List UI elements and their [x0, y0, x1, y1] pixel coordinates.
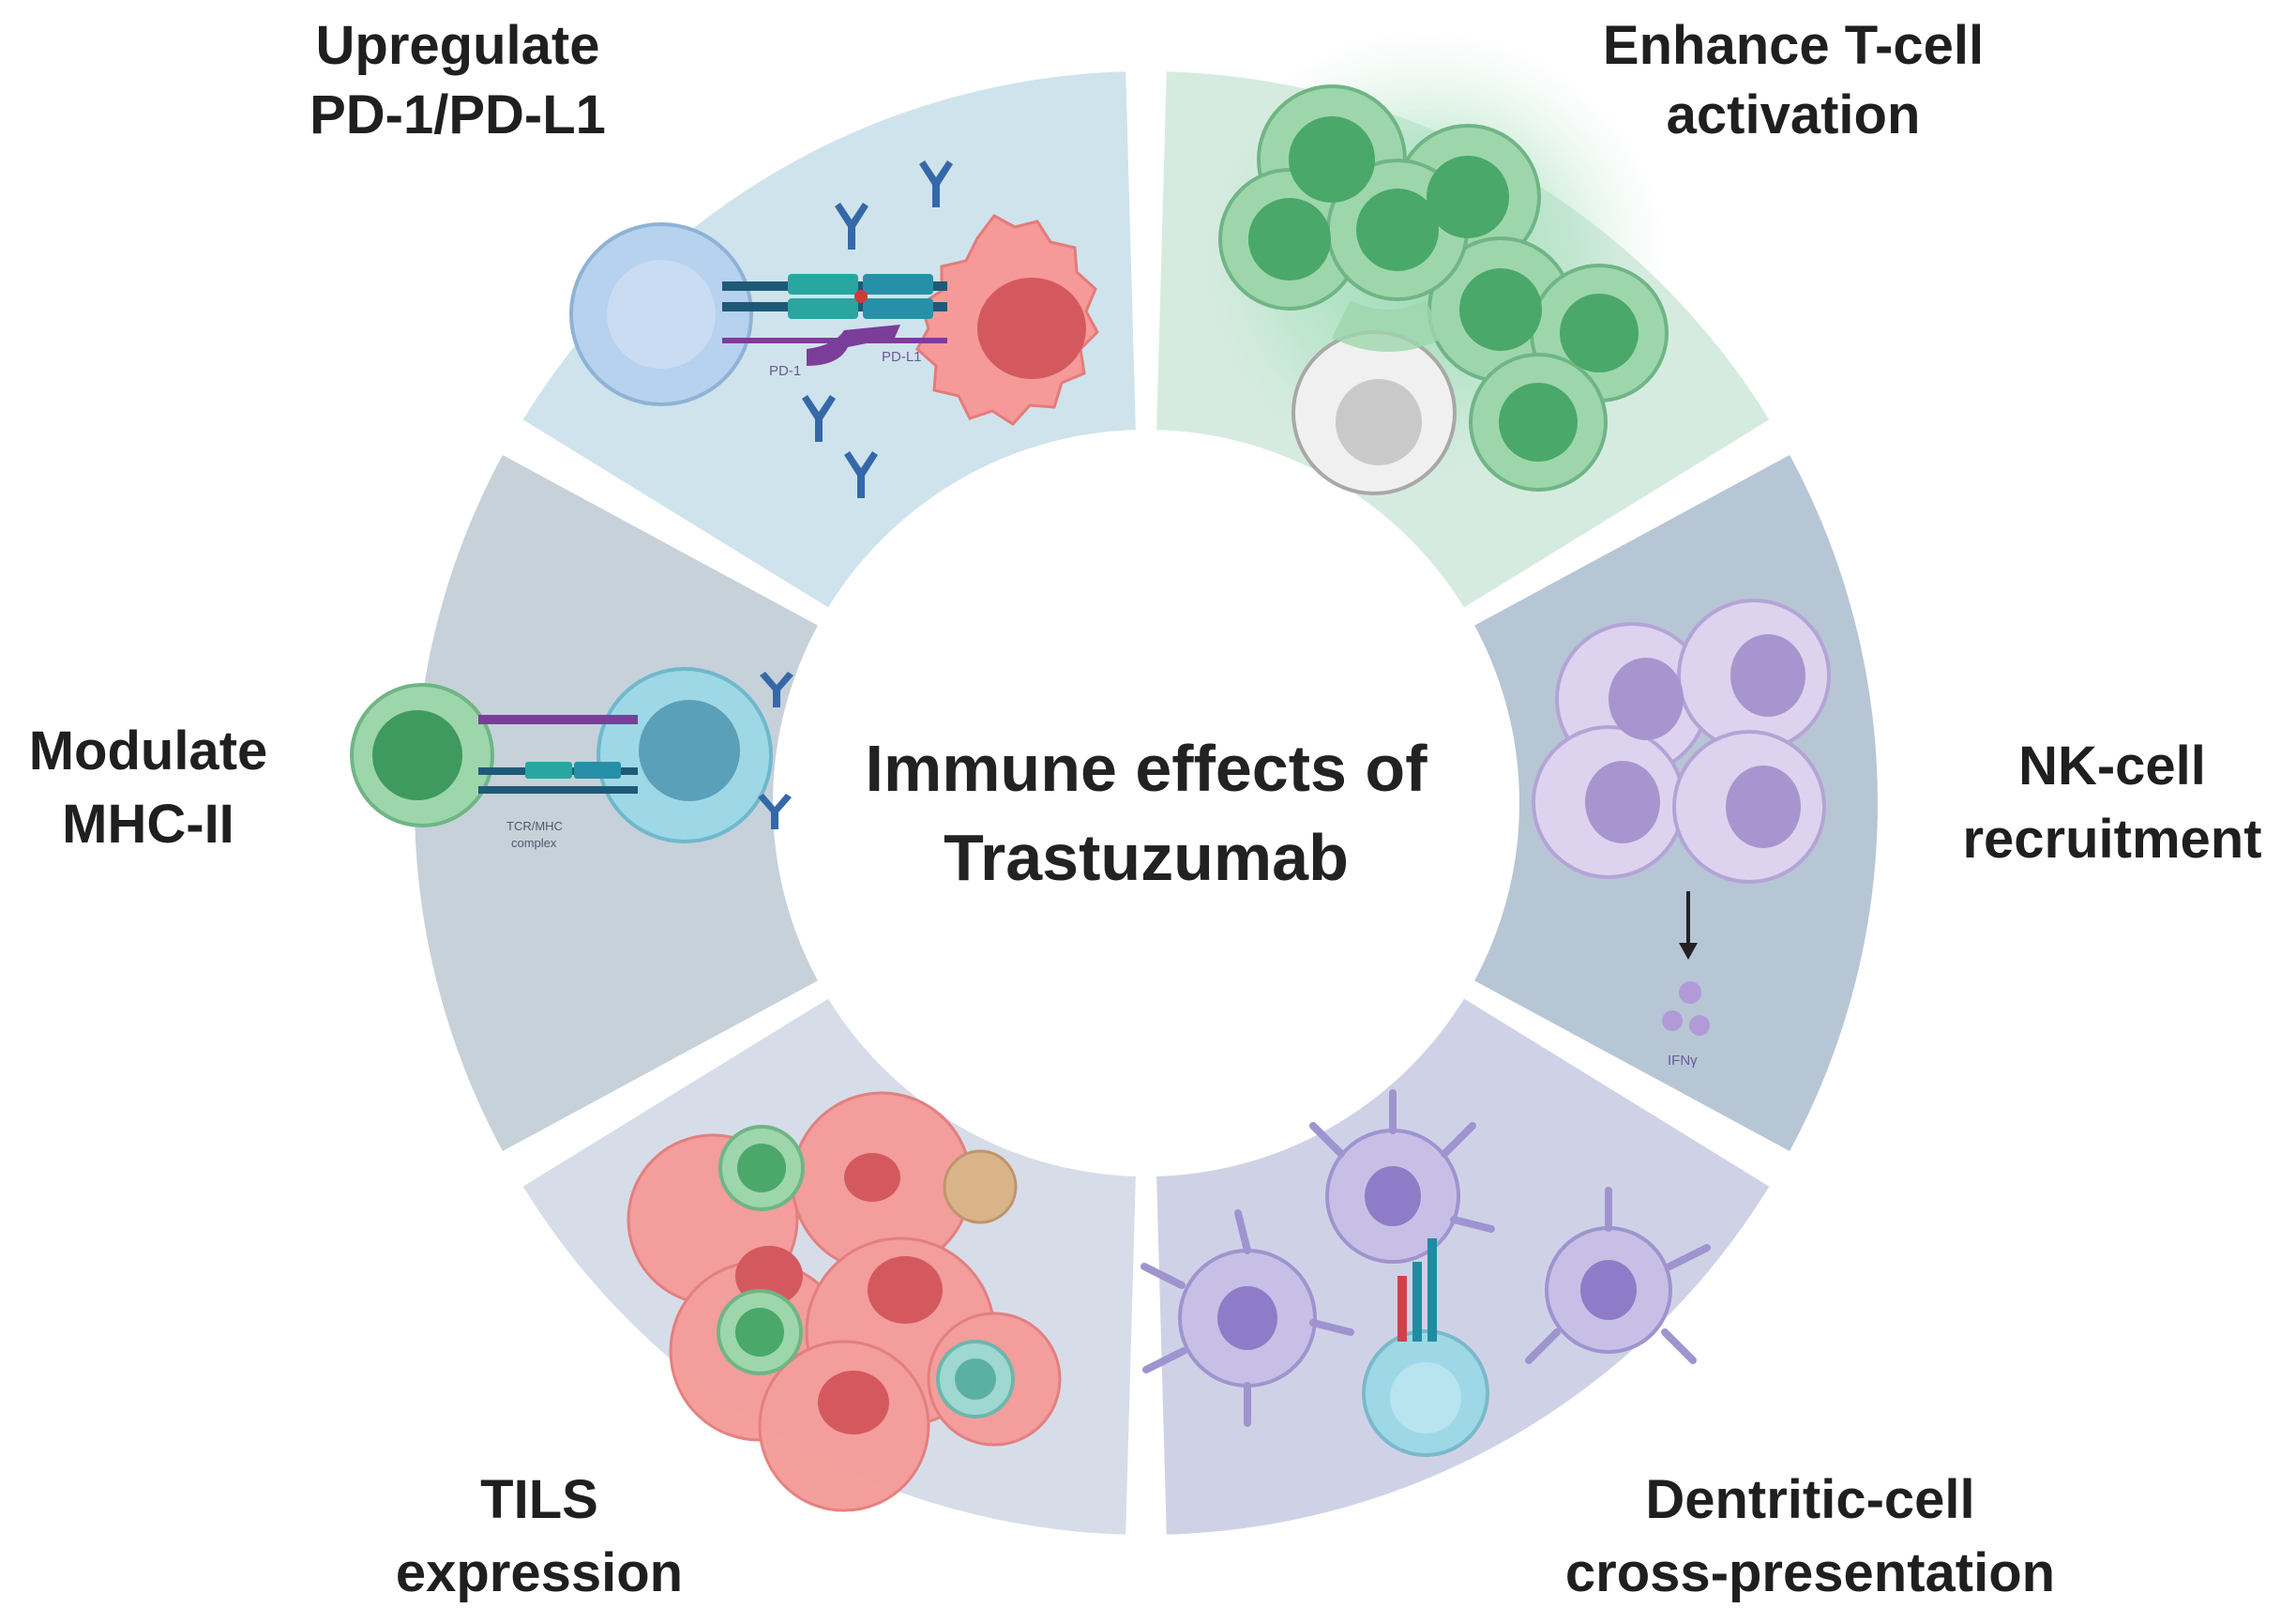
center-title-line-1: Immune effects of: [866, 732, 1428, 805]
mhc-block-1: [525, 762, 572, 779]
dc-receptor-1: [1397, 1276, 1407, 1342]
t-cell-nucleus: [607, 260, 716, 369]
label-pd1-line-1: Upregulate: [316, 15, 600, 76]
label-pd1-line-2: PD-1/PD-L1: [310, 84, 606, 145]
nk-arrowhead: [1679, 943, 1698, 960]
pd1-small-label: PD-1: [769, 363, 801, 379]
label-tils-line-2: expression: [396, 1542, 683, 1603]
receptor-block-2: [863, 274, 933, 295]
tumor-cell: [915, 214, 1099, 426]
mhc-bar-3: [478, 786, 638, 794]
tumor-nucleus: [977, 278, 1086, 379]
label-tcell-line-1: Enhance T-cell: [1603, 15, 1984, 76]
receptor-block-1: [788, 274, 858, 295]
tcell-illustration: [1218, 84, 1669, 495]
mhc-small-label-2: complex: [511, 836, 557, 850]
label-nk-line-2: recruitment: [1962, 809, 2261, 870]
center-circle: [773, 430, 1519, 1176]
dc-receptor-3: [1427, 1238, 1437, 1342]
mhc-antibodies: [758, 672, 793, 829]
label-dc-line-1: Dentritic-cell: [1645, 1469, 1974, 1530]
center-title-line-2: Trastuzumab: [944, 821, 1349, 894]
mhc-bar-1: [478, 715, 638, 724]
tils-illustration: [627, 1091, 1062, 1512]
white-cell-nucleus: [1336, 379, 1422, 465]
green-nuclei: [1248, 116, 1639, 462]
pd1-molecule: [807, 325, 900, 366]
mhc-blue-nucleus: [639, 700, 740, 801]
dc-t-cell-nucleus: [1390, 1362, 1461, 1433]
dc-receptor-2: [1412, 1262, 1422, 1342]
nk-illustration: IFNγ: [1532, 599, 1831, 1069]
label-tcell-line-2: activation: [1667, 84, 1921, 145]
receptor-dot: [854, 290, 868, 303]
pd1-illustration: PD-1 PD-L1: [569, 160, 1099, 498]
pdl1-small-label: PD-L1: [882, 349, 922, 365]
synapse-granules: [1332, 300, 1444, 352]
ifng-small-label: IFNγ: [1668, 1053, 1698, 1069]
mhc-small-label-1: TCR/MHC: [506, 819, 563, 833]
label-nk-line-1: NK-cell: [2018, 736, 2206, 796]
label-dc-line-2: cross-presentation: [1565, 1542, 2055, 1603]
receptor-block-3: [788, 298, 858, 319]
mhc-illustration: TCR/MHC complex: [350, 667, 793, 850]
label-mhc-line-2: MHC-II: [62, 794, 234, 855]
antibody-icon: [802, 160, 953, 498]
label-mhc-line-1: Modulate: [29, 720, 268, 781]
mhc-green-nucleus: [372, 710, 462, 800]
label-tils-line-1: TILS: [480, 1469, 598, 1530]
mhc-block-2: [574, 762, 621, 779]
receptor-block-4: [863, 298, 933, 319]
dc-illustration: [1140, 1089, 1711, 1457]
ifng-particles: [1662, 981, 1710, 1036]
